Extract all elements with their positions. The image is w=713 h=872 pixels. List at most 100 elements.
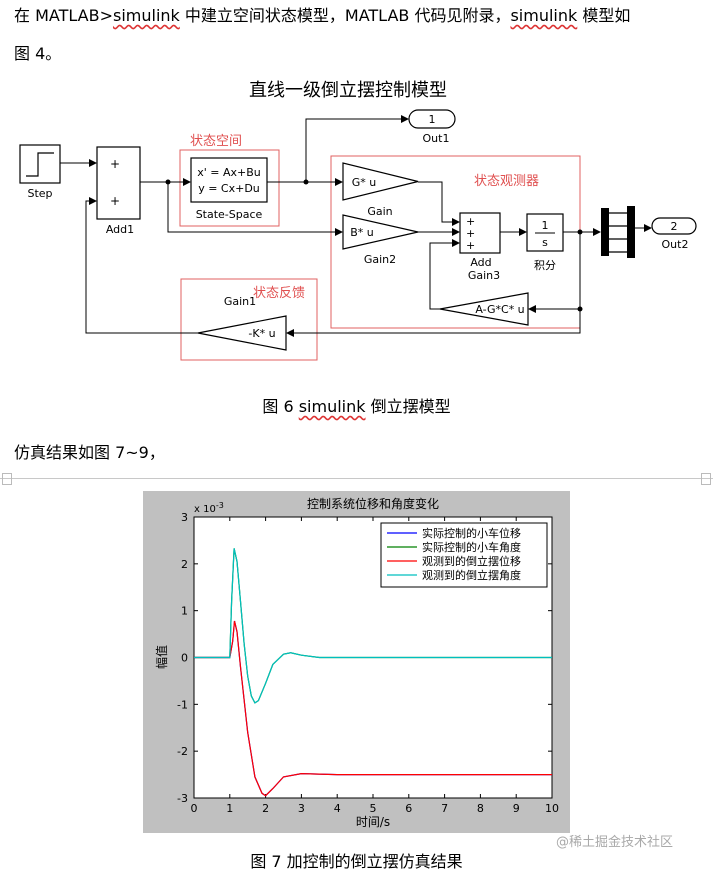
add1-label: Add1 <box>106 223 134 236</box>
legend-label-1: 实际控制的小车位移 <box>422 526 521 540</box>
gain-b-text: B* u <box>350 226 374 239</box>
series-line-3 <box>194 620 552 797</box>
chart-title: 控制系统位移和角度变化 <box>307 496 439 511</box>
y-axis-label: 幅值 <box>154 645 169 669</box>
y-tick-label: 3 <box>181 511 188 524</box>
intro-paragraph-continued: 图 4。 <box>14 44 62 63</box>
gain-g-label: Gain <box>367 205 392 218</box>
intro-text-1: 在 MATLAB> <box>14 6 113 25</box>
state-space-eq1: x' = Ax+Bu <box>197 166 261 179</box>
simulink-diagram: 直线一级倒立摆控制模型 状态空间 状态观测器 状态反馈 Step + + Add… <box>19 80 697 361</box>
out2-port-number: 2 <box>671 220 678 233</box>
add-sign-1: + <box>466 215 475 228</box>
legend-label-2: 实际控制的小车角度 <box>422 540 521 554</box>
add1-sign-1: + <box>110 157 120 171</box>
add-gain3-label: Gain3 <box>468 269 500 282</box>
y-ticks: 3 2 1 0 -1 -2 -3 <box>177 511 552 805</box>
state-space-block[interactable] <box>190 157 268 203</box>
out1-label: Out1 <box>423 132 450 145</box>
state-space-eq2: y = Cx+Du <box>198 182 260 195</box>
caption6-simulink: simulink <box>298 397 366 416</box>
demux-bar <box>627 206 635 258</box>
out2-label: Out2 <box>662 238 689 251</box>
add-sign-2: + <box>466 227 475 240</box>
series-line-4 <box>194 548 552 704</box>
axis-scale-note: x 10-3 <box>194 501 224 515</box>
state-space-group-box <box>179 149 280 227</box>
gain-b-label: Gain2 <box>364 253 396 266</box>
results-paragraph: 仿真结果如图 7~9， <box>14 443 165 462</box>
branch-dot-3 <box>577 229 583 235</box>
x-tick-label: 4 <box>334 802 341 815</box>
y-tick-label: -3 <box>177 792 188 805</box>
x-tick-label: 2 <box>262 802 269 815</box>
x-tick-label: 1 <box>226 802 233 815</box>
diagram-title: 直线一级倒立摆控制模型 <box>249 80 447 101</box>
branch-dot-1 <box>303 179 309 185</box>
caption6-prefix: 图 6 <box>262 397 299 416</box>
x-tick-label: 9 <box>513 802 520 815</box>
series-lines <box>194 548 552 797</box>
figure-6-caption: 图 6 simulink 倒立摆模型 <box>0 393 713 417</box>
feedback-group-label: 状态反馈 <box>253 286 305 301</box>
y-tick-label: -2 <box>177 745 188 758</box>
state-space-label: State-Space <box>196 208 263 221</box>
feedback-group-box <box>180 278 318 361</box>
observer-group-label: 状态观测器 <box>474 174 539 189</box>
add-sign-3: + <box>466 239 475 252</box>
out1-port[interactable] <box>408 109 456 129</box>
x-tick-label: 10 <box>545 802 559 815</box>
mux-demux-wires <box>609 212 627 253</box>
step-block[interactable] <box>19 144 61 184</box>
mux-bar <box>601 208 609 256</box>
x-tick-label: 3 <box>298 802 305 815</box>
gain-agc-text: A-G*C* u <box>475 303 524 316</box>
x-tick-label: 7 <box>441 802 448 815</box>
integrator-numerator: 1 <box>542 219 549 232</box>
watermark: @稀土掘金技术社区 <box>556 835 674 850</box>
integrator-denominator: s <box>542 236 548 249</box>
y-tick-label: 0 <box>181 652 188 665</box>
intro-text-simulink-2: simulink <box>510 6 578 25</box>
add-block[interactable] <box>459 212 501 254</box>
gain-k-label: Gain1 <box>224 295 256 308</box>
legend-box <box>380 522 548 588</box>
x-axis-label: 时间/s <box>356 815 390 829</box>
out1-port-number: 1 <box>429 113 436 126</box>
state-space-group-label: 状态空间 <box>190 134 242 149</box>
add1-block[interactable] <box>96 146 141 220</box>
axis-scale-exponent: -3 <box>216 501 224 510</box>
intro-text-simulink-1: simulink <box>112 6 180 25</box>
figure-7-caption: 图 7 加控制的倒立摆仿真结果 <box>250 852 463 871</box>
intro-text-2: 中建立空间状态模型，MATLAB 代码见附录， <box>179 6 511 25</box>
intro-paragraph: 在 MATLAB>simulink 中建立空间状态模型，MATLAB 代码见附录… <box>14 6 630 26</box>
gain-g-text: G* u <box>352 176 377 189</box>
branch-dot-4 <box>577 306 583 312</box>
gain-g-block[interactable] <box>342 162 419 201</box>
step-icon <box>26 152 54 177</box>
x-tick-label: 0 <box>191 802 198 815</box>
step-label: Step <box>27 187 52 200</box>
x-tick-label: 5 <box>370 802 377 815</box>
gain-k-text: -K* u <box>248 327 275 340</box>
y-tick-label: 2 <box>181 558 188 571</box>
legend-label-4: 观测到的倒立摆角度 <box>422 568 521 582</box>
gain-b-block[interactable] <box>342 214 419 250</box>
page-corner-mark-left <box>2 473 12 485</box>
add-label: Add <box>470 256 491 269</box>
legend-label-3: 观测到的倒立摆位移 <box>422 554 521 568</box>
x-tick-label: 8 <box>477 802 484 815</box>
signal-lines <box>60 115 652 337</box>
x-tick-label: 6 <box>405 802 412 815</box>
y-tick-label: -1 <box>177 698 188 711</box>
out2-port[interactable] <box>651 217 697 235</box>
x-ticks: 0 1 2 3 4 5 6 7 8 9 10 <box>191 517 559 815</box>
y-tick-label: 1 <box>181 605 188 618</box>
integrator-label: 积分 <box>534 259 556 272</box>
caption6-suffix: 倒立摆模型 <box>365 397 451 416</box>
intro-text-3: 模型如 <box>577 6 631 25</box>
matlab-figure: 控制系统位移和角度变化 时间/s 幅值 x 10-3 0 1 2 3 4 5 6 7 8 9 10 … <box>143 491 570 833</box>
page-break-line <box>0 478 713 479</box>
add1-sign-2: + <box>110 194 120 208</box>
